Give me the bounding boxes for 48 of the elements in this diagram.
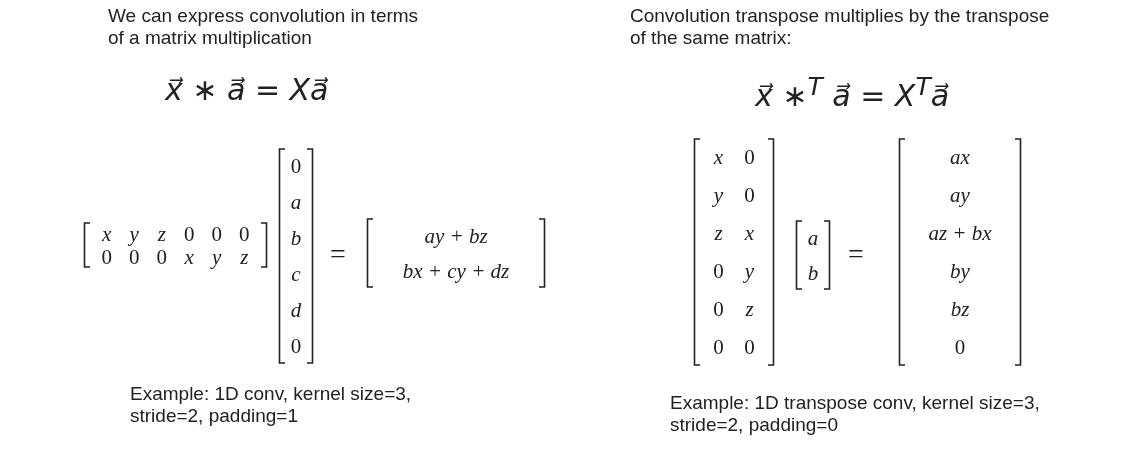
heading-text: We can express convolution in terms of a matrix multiplication [108, 5, 420, 49]
matrix-entry: a [807, 227, 819, 248]
matrix-entry: y [129, 223, 139, 244]
matrix-entry: bz [950, 298, 970, 320]
equals-sign: = [330, 240, 346, 268]
matrix-entry: d [290, 299, 302, 321]
heading-text: Convolution transpose multiplies by the transpose of the same matrix: [630, 5, 1050, 49]
matrix-entry: ay + bz [424, 225, 488, 246]
matrix-entry: y [744, 260, 755, 282]
matrix-entry: 0 [184, 223, 195, 244]
matrix-entry: 0 [744, 146, 755, 168]
matrix-entry: ay [950, 184, 970, 206]
matrix-entry: 0 [713, 336, 724, 358]
matrix-entry: 0 [713, 260, 724, 282]
matrix-entry: b [807, 262, 819, 283]
matrix-entry: a [290, 191, 302, 213]
matrix-entry: 0 [101, 246, 112, 267]
matrix-entry: x [184, 246, 194, 267]
matrix-entry: x [102, 223, 112, 244]
matrix-entry: 0 [290, 335, 302, 357]
caption-text: Example: 1D conv, kernel size=3, stride=2, padding=1 [130, 383, 413, 427]
matrix-entry: 0 [954, 336, 966, 358]
matrix-entry: z [157, 223, 166, 244]
matrix-entry: x [744, 222, 755, 244]
equation: x⃗ ∗ a⃗ = Xa⃗ [165, 72, 329, 107]
matrix-entry: b [290, 227, 302, 249]
caption-text: Example: 1D transpose conv, kernel size=3, stride=2, padding=0 [670, 392, 1041, 436]
matrix-entry: 0 [290, 155, 302, 177]
matrix-entry: z [745, 298, 754, 320]
matrix-entry: z [240, 246, 249, 267]
matrix-entry: 0 [239, 223, 250, 244]
matrix-entry: 0 [211, 223, 222, 244]
matrix-entry: 0 [744, 184, 755, 206]
equals-sign: = [848, 240, 864, 268]
matrix-entry: by [950, 260, 970, 282]
matrix-entry: 0 [713, 298, 724, 320]
matrix-entry: x [713, 146, 724, 168]
matrix-entry: ax [950, 146, 970, 168]
matrix-entry: c [291, 263, 301, 285]
matrix-entry: y [713, 184, 724, 206]
equation: x⃗ ∗$^{T}$ a⃗ = X$^{T}$a⃗ [755, 72, 950, 113]
matrix-entry: z [714, 222, 723, 244]
matrix-entry: 0 [744, 336, 755, 358]
matrix-entry: 0 [129, 246, 140, 267]
matrix-entry: y [212, 246, 222, 267]
matrix-entry: az + bx [928, 222, 992, 244]
matrix-entry: bx + cy + dz [402, 260, 510, 281]
matrix-entry: 0 [156, 246, 167, 267]
